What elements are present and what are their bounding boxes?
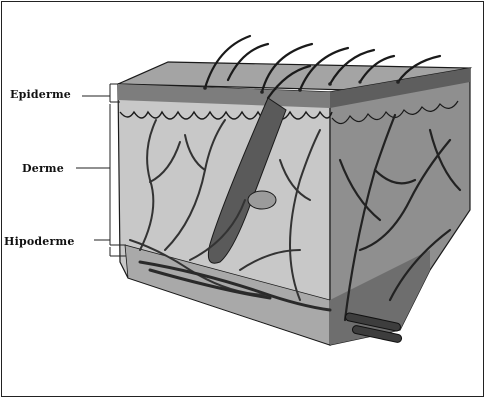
label-epidermis: Epiderme — [10, 88, 71, 101]
sebaceous-gland — [248, 191, 276, 209]
label-dermis: Derme — [22, 162, 64, 175]
label-hypodermis: Hipoderme — [4, 235, 75, 248]
